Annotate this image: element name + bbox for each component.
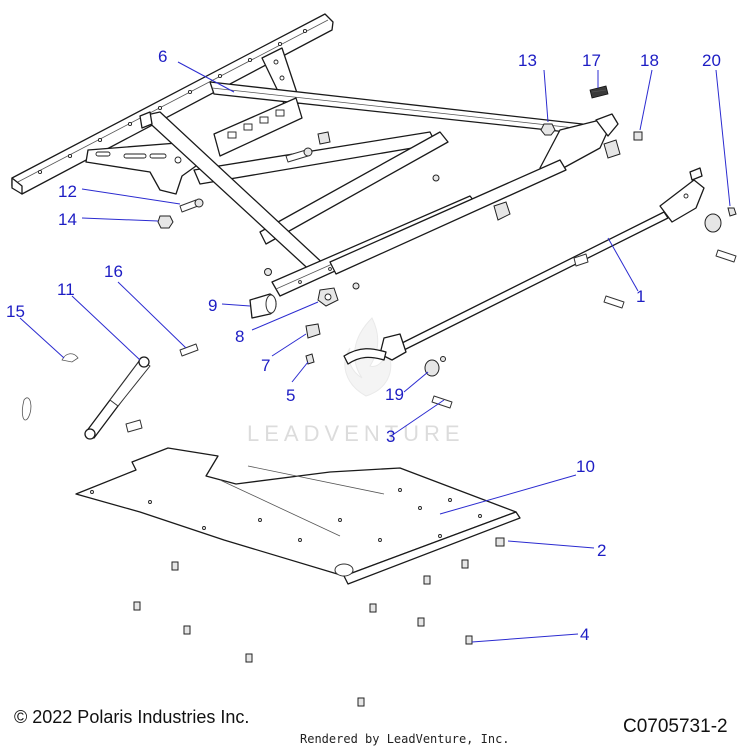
callout-4: 4: [580, 625, 589, 644]
drawing-number: C0705731-2: [623, 716, 728, 737]
rod-assembly: [343, 167, 737, 365]
callout-1: 1: [636, 287, 645, 306]
callout-5: 5: [286, 386, 295, 405]
callout-20: 20: [702, 51, 721, 70]
callout-11: 11: [57, 280, 75, 299]
skid-plate: [75, 447, 521, 585]
skid-plate-hole-pattern: [90, 488, 482, 542]
frame-assembly: [11, 13, 621, 297]
callout-15: 15: [6, 302, 25, 321]
callout-8: 8: [235, 327, 244, 346]
callout-2: 2: [597, 541, 606, 560]
callout-9: 9: [208, 296, 217, 315]
watermark: LEADVENTURE: [247, 317, 465, 446]
rendered-by-credit: Rendered by LeadVenture, Inc.: [300, 732, 510, 746]
callout-18: 18: [640, 51, 659, 70]
copyright-notice: © 2022 Polaris Industries Inc.: [14, 707, 250, 727]
leader-lines: [19, 61, 731, 643]
callout-labels: 1 2 3 4 5 6 7 8 9 10 11 12 13 14 15 16 1…: [6, 47, 721, 644]
callout-19: 19: [385, 385, 404, 404]
callout-12: 12: [58, 182, 77, 201]
callout-16: 16: [104, 262, 123, 281]
watermark-text: LEADVENTURE: [247, 421, 465, 446]
callout-6: 6: [158, 47, 167, 66]
callout-10: 10: [576, 457, 595, 476]
callout-13: 13: [518, 51, 537, 70]
callout-17: 17: [582, 51, 601, 70]
callout-7: 7: [261, 356, 270, 375]
callout-14: 14: [58, 210, 77, 229]
hardware: [21, 85, 737, 440]
skid-plate-screws: [133, 537, 505, 707]
frame-hole-row: [37, 28, 308, 175]
callout-3: 3: [386, 427, 395, 446]
